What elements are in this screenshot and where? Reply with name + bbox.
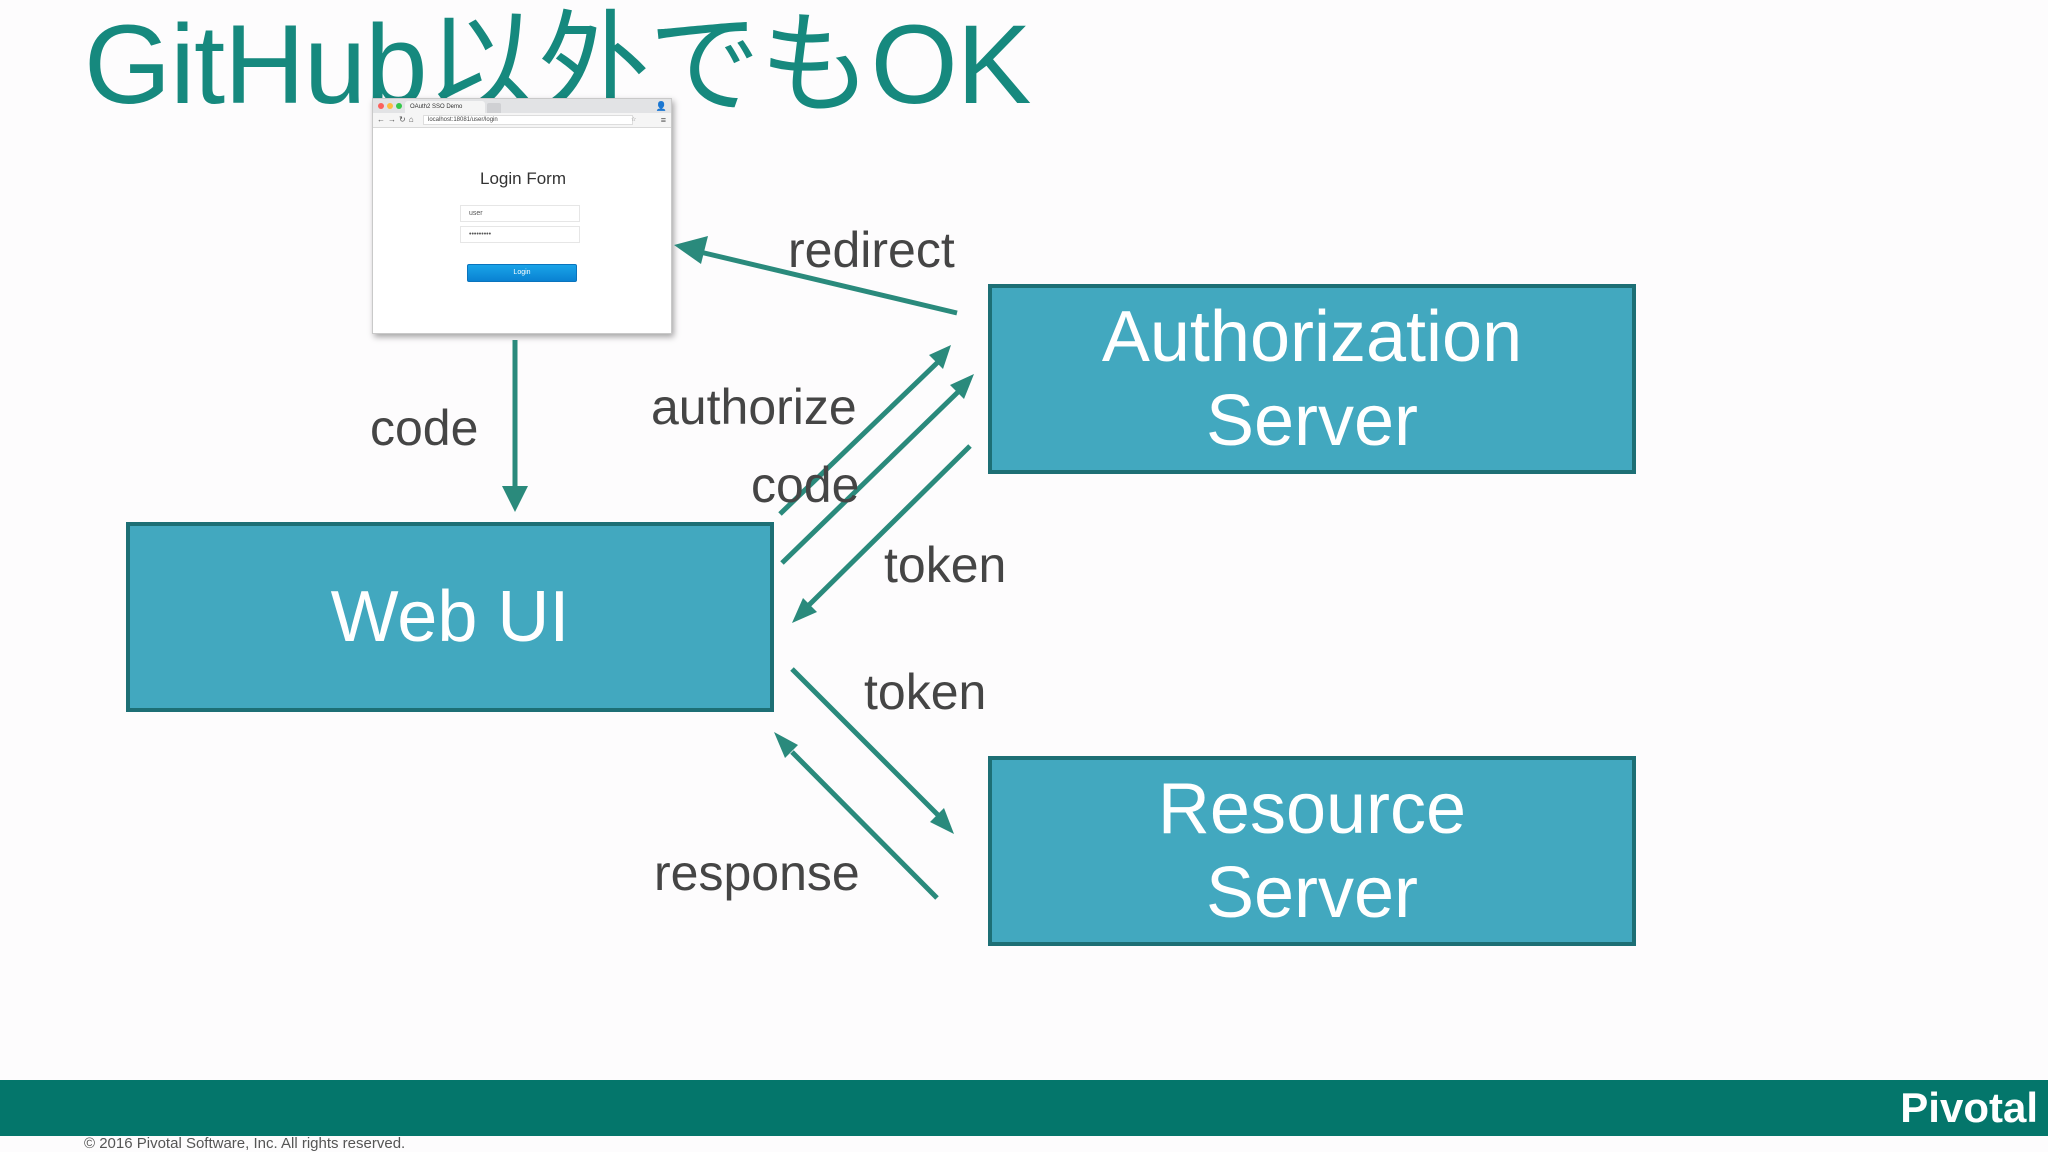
new-tab-button	[487, 103, 501, 113]
pivotal-logo: Pivotal	[1900, 1084, 2038, 1131]
navigation-icons: ←→↻⌂	[377, 115, 417, 124]
address-bar: localhost:18081/user/login	[423, 115, 633, 125]
maximize-window-icon	[396, 103, 402, 109]
login-form-title: Login Form	[480, 169, 566, 188]
code-arrow-to-web-ui	[502, 340, 528, 512]
login-page-screenshot: OAuth2 SSO Demo 👤 ←→↻⌂ localhost:18081/u…	[372, 98, 672, 334]
code-label-auth: code	[751, 457, 860, 513]
web-ui-label: Web UI	[330, 577, 570, 657]
resource-server-label-line1: Resource	[1157, 769, 1467, 849]
web-ui-box: Web UI	[126, 522, 774, 712]
login-button: Login	[467, 264, 577, 282]
authorization-server-label-line2: Server	[1205, 381, 1419, 461]
minimize-window-icon	[387, 103, 393, 109]
browser-toolbar: ←→↻⌂ localhost:18081/user/login ☆ ≡	[373, 113, 671, 128]
profile-icon: 👤	[655, 101, 667, 111]
token-label-from-auth: token	[884, 537, 1007, 593]
close-window-icon	[378, 103, 384, 109]
username-field: user	[460, 205, 580, 222]
authorize-label: authorize	[651, 379, 857, 435]
footer-band: Pivotal	[0, 1080, 2048, 1136]
menu-icon: ≡	[660, 115, 666, 125]
authorization-server-box: Authorization Server	[988, 284, 1636, 474]
code-label-login: code	[370, 400, 479, 456]
password-field: •••••••••	[460, 226, 580, 243]
response-label: response	[654, 845, 860, 901]
redirect-label: redirect	[788, 222, 955, 278]
bookmark-icon: ☆	[631, 117, 637, 123]
authorization-server-label-line1: Authorization	[1101, 297, 1523, 377]
resource-server-label-line2: Server	[1205, 853, 1419, 933]
browser-tab: OAuth2 SSO Demo	[405, 101, 485, 113]
token-label-to-resource: token	[864, 664, 987, 720]
resource-server-box: Resource Server	[988, 756, 1636, 946]
copyright-notice: © 2016 Pivotal Software, Inc. All rights…	[84, 1135, 406, 1152]
browser-tab-bar: OAuth2 SSO Demo 👤	[373, 99, 671, 113]
